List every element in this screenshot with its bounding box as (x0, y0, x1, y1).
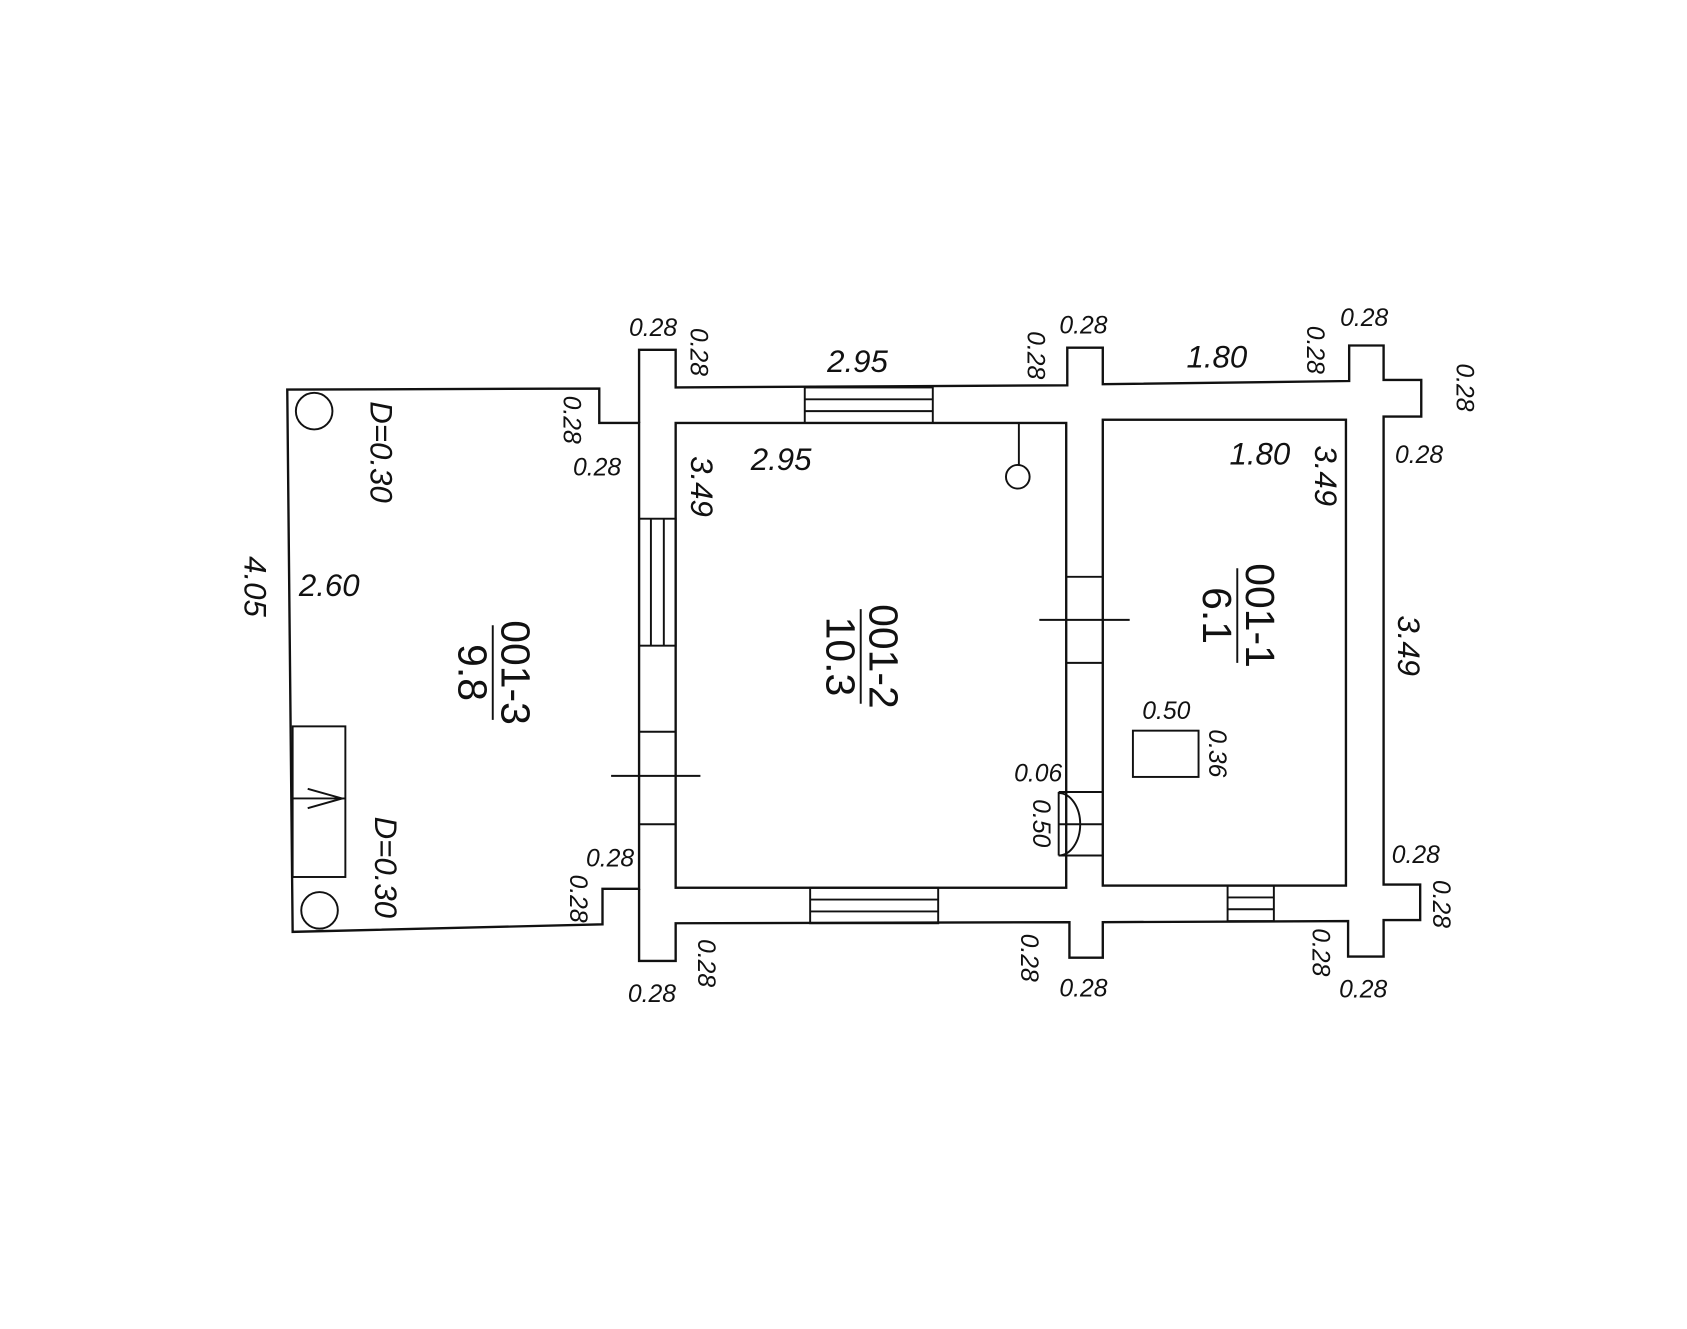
dim: 0.28 (1301, 326, 1328, 374)
room-area: 9.8 (449, 644, 495, 701)
window-bottom (809, 886, 940, 925)
dim: 1.80 (1230, 437, 1291, 472)
window-interior (638, 517, 677, 647)
dim: 3.49 (1391, 615, 1426, 676)
dim: 1.80 (1186, 340, 1247, 375)
dim: 2.60 (298, 568, 360, 603)
dim: 0.36 (1203, 729, 1230, 777)
dim: 0.28 (558, 396, 585, 444)
dim: 0.28 (685, 328, 712, 376)
room-label-001-3: 001-3 9.8 (449, 620, 538, 725)
dim: 0.50 (1027, 799, 1054, 847)
dim: 0.28 (1015, 934, 1042, 982)
room-id: 001-2 (860, 604, 906, 709)
dim: 0.28 (1059, 313, 1107, 340)
dim: 0.28 (564, 874, 591, 922)
dim: 0.28 (573, 455, 621, 482)
dim: D=0.30 (368, 817, 403, 919)
dim: 0.28 (1059, 975, 1107, 1002)
door-001-3-to-001-2 (611, 730, 701, 826)
exterior-walls (637, 344, 1423, 963)
room-001-3-outline (286, 387, 641, 934)
room-area: 10.3 (817, 617, 863, 697)
stairs-entrance-icon (291, 725, 347, 878)
window-bottom-right (1226, 884, 1275, 923)
pillar-circle-bottom-icon (300, 891, 339, 930)
dim: 0.28 (1392, 842, 1440, 869)
door-001-2-to-001-1 (1039, 575, 1130, 664)
window-top (803, 386, 934, 424)
stove-box (1131, 729, 1200, 778)
dim: 4.05 (238, 556, 273, 617)
room-id: 001-1 (1237, 563, 1283, 668)
stove-opening (1057, 791, 1103, 857)
dim: 2.95 (826, 344, 888, 379)
dim: 0.50 (1142, 698, 1190, 725)
dim: 0.28 (1340, 305, 1388, 332)
dim: 3.49 (1308, 445, 1343, 506)
dim: 0.28 (692, 939, 719, 987)
dim: 0.28 (1395, 442, 1443, 469)
dim: 0.28 (1339, 977, 1387, 1004)
dim: D=0.30 (363, 401, 398, 503)
dim: 0.28 (628, 981, 676, 1008)
room-id: 001-3 (492, 620, 538, 725)
dim: 0.28 (1427, 880, 1454, 928)
room-001-1-outline (1101, 418, 1348, 887)
room-label-001-2: 001-2 10.3 (817, 604, 906, 709)
pillar-circle-top-icon (294, 391, 334, 431)
dim: 0.28 (1021, 331, 1048, 379)
dimension-labels: 0.28 0.28 2.95 0.28 0.28 1.80 0.28 0.28 … (238, 305, 1478, 1008)
dim: 0.06 (1014, 760, 1062, 787)
dim: 0.28 (629, 315, 677, 342)
dim: 0.28 (1451, 363, 1478, 411)
light-fixture-icon (1004, 422, 1031, 490)
dim: 2.95 (750, 442, 812, 477)
dim: 0.28 (586, 845, 634, 872)
room-area: 6.1 (1194, 587, 1240, 644)
room-label-001-1: 001-1 6.1 (1194, 563, 1283, 668)
dim: 0.28 (1307, 928, 1334, 976)
dim: 3.49 (684, 456, 719, 517)
